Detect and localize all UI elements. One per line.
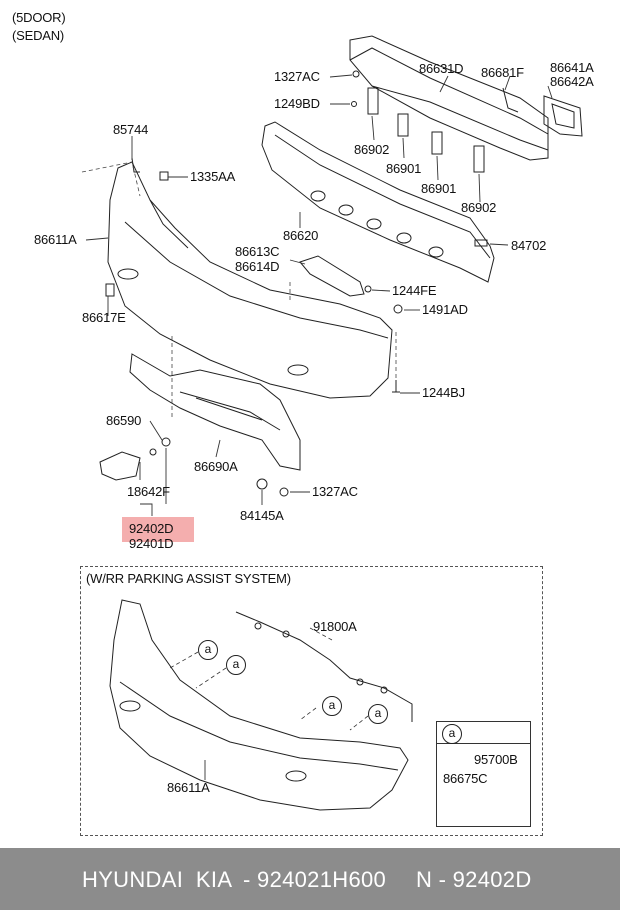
- legend-key-a: a: [442, 724, 462, 744]
- diagram-line-art: [81, 35, 583, 819]
- part-label-86902-b[interactable]: 86902: [461, 200, 497, 215]
- part-label-86613c[interactable]: 86613C: [235, 244, 280, 259]
- callout-a-2: a: [226, 655, 246, 675]
- bumper-bracket: [543, 95, 583, 137]
- part-label-86901-a[interactable]: 86901: [386, 161, 422, 176]
- callout-a-3: a: [322, 696, 342, 716]
- callout-a-1: a: [198, 640, 218, 660]
- under-cover: [129, 353, 301, 471]
- target-part-highlight: [122, 517, 194, 542]
- energy-absorber: [261, 121, 495, 283]
- part-label-86620[interactable]: 86620: [283, 228, 319, 243]
- bumper-cover-top: [107, 161, 393, 399]
- part-label-86614d[interactable]: 86614D: [235, 259, 280, 274]
- part-label-86690a[interactable]: 86690A: [194, 459, 238, 474]
- part-label-84702[interactable]: 84702: [511, 238, 547, 253]
- part-label-92402d[interactable]: 92402D: [129, 521, 174, 536]
- part-label-86681f[interactable]: 86681F: [481, 65, 524, 80]
- bumper-cover-pas: [109, 599, 409, 811]
- side-bracket: [299, 255, 365, 297]
- part-label-86641a[interactable]: 86641A: [550, 60, 594, 75]
- part-label-85744[interactable]: 85744: [113, 122, 149, 137]
- part-label-86617e[interactable]: 86617E: [82, 310, 126, 325]
- part-label-86902-a[interactable]: 86902: [354, 142, 390, 157]
- part-label-86611a-top[interactable]: 86611A: [34, 232, 77, 247]
- footer-brands: HYUNDAI KIA: [82, 867, 233, 892]
- bumper-beam: [349, 35, 549, 161]
- sensor-harness: [235, 611, 413, 722]
- variant-label-sedan: (SEDAN): [12, 28, 65, 43]
- callout-a-4: a: [368, 704, 388, 724]
- parking-assist-title: (W/RR PARKING ASSIST SYSTEM): [86, 571, 291, 586]
- part-label-91800a[interactable]: 91800A: [313, 619, 357, 634]
- part-label-92401d[interactable]: 92401D: [129, 536, 174, 551]
- part-label-1249bd[interactable]: 1249BD: [274, 96, 320, 111]
- part-label-86590[interactable]: 86590: [106, 413, 142, 428]
- part-label-86631d[interactable]: 86631D: [419, 61, 464, 76]
- part-label-18642f[interactable]: 18642F: [127, 484, 170, 499]
- footer-ref: N - 92402D: [416, 867, 532, 892]
- part-label-1335aa[interactable]: 1335AA: [190, 169, 236, 184]
- reflector: [99, 451, 141, 481]
- part-label-84145a[interactable]: 84145A: [240, 508, 284, 523]
- part-label-1244bj[interactable]: 1244BJ: [422, 385, 465, 400]
- part-label-1327ac-top[interactable]: 1327AC: [274, 69, 320, 84]
- part-label-1491ad[interactable]: 1491AD: [422, 302, 468, 317]
- parking-assist-frame: [80, 566, 543, 836]
- part-label-86901-b[interactable]: 86901: [421, 181, 457, 196]
- parts-diagram: (5DOOR) (SEDAN) 1327AC 1249BD 86631D 866…: [12, 10, 594, 836]
- part-label-1244fe[interactable]: 1244FE: [392, 283, 437, 298]
- legend-box: a: [436, 721, 531, 827]
- footer-bar: HYUNDAI KIA - 924021H600 N - 92402D: [0, 848, 620, 910]
- variant-label-5door: (5DOOR): [12, 10, 66, 25]
- part-label-86675c[interactable]: 86675C: [443, 771, 488, 786]
- part-label-95700b[interactable]: 95700B: [474, 752, 518, 767]
- part-label-1327ac-bottom[interactable]: 1327AC: [312, 484, 358, 499]
- part-label-86642a[interactable]: 86642A: [550, 74, 594, 89]
- footer-part-number: - 924021H600: [243, 867, 387, 892]
- part-label-86611a-pas[interactable]: 86611A: [167, 780, 210, 795]
